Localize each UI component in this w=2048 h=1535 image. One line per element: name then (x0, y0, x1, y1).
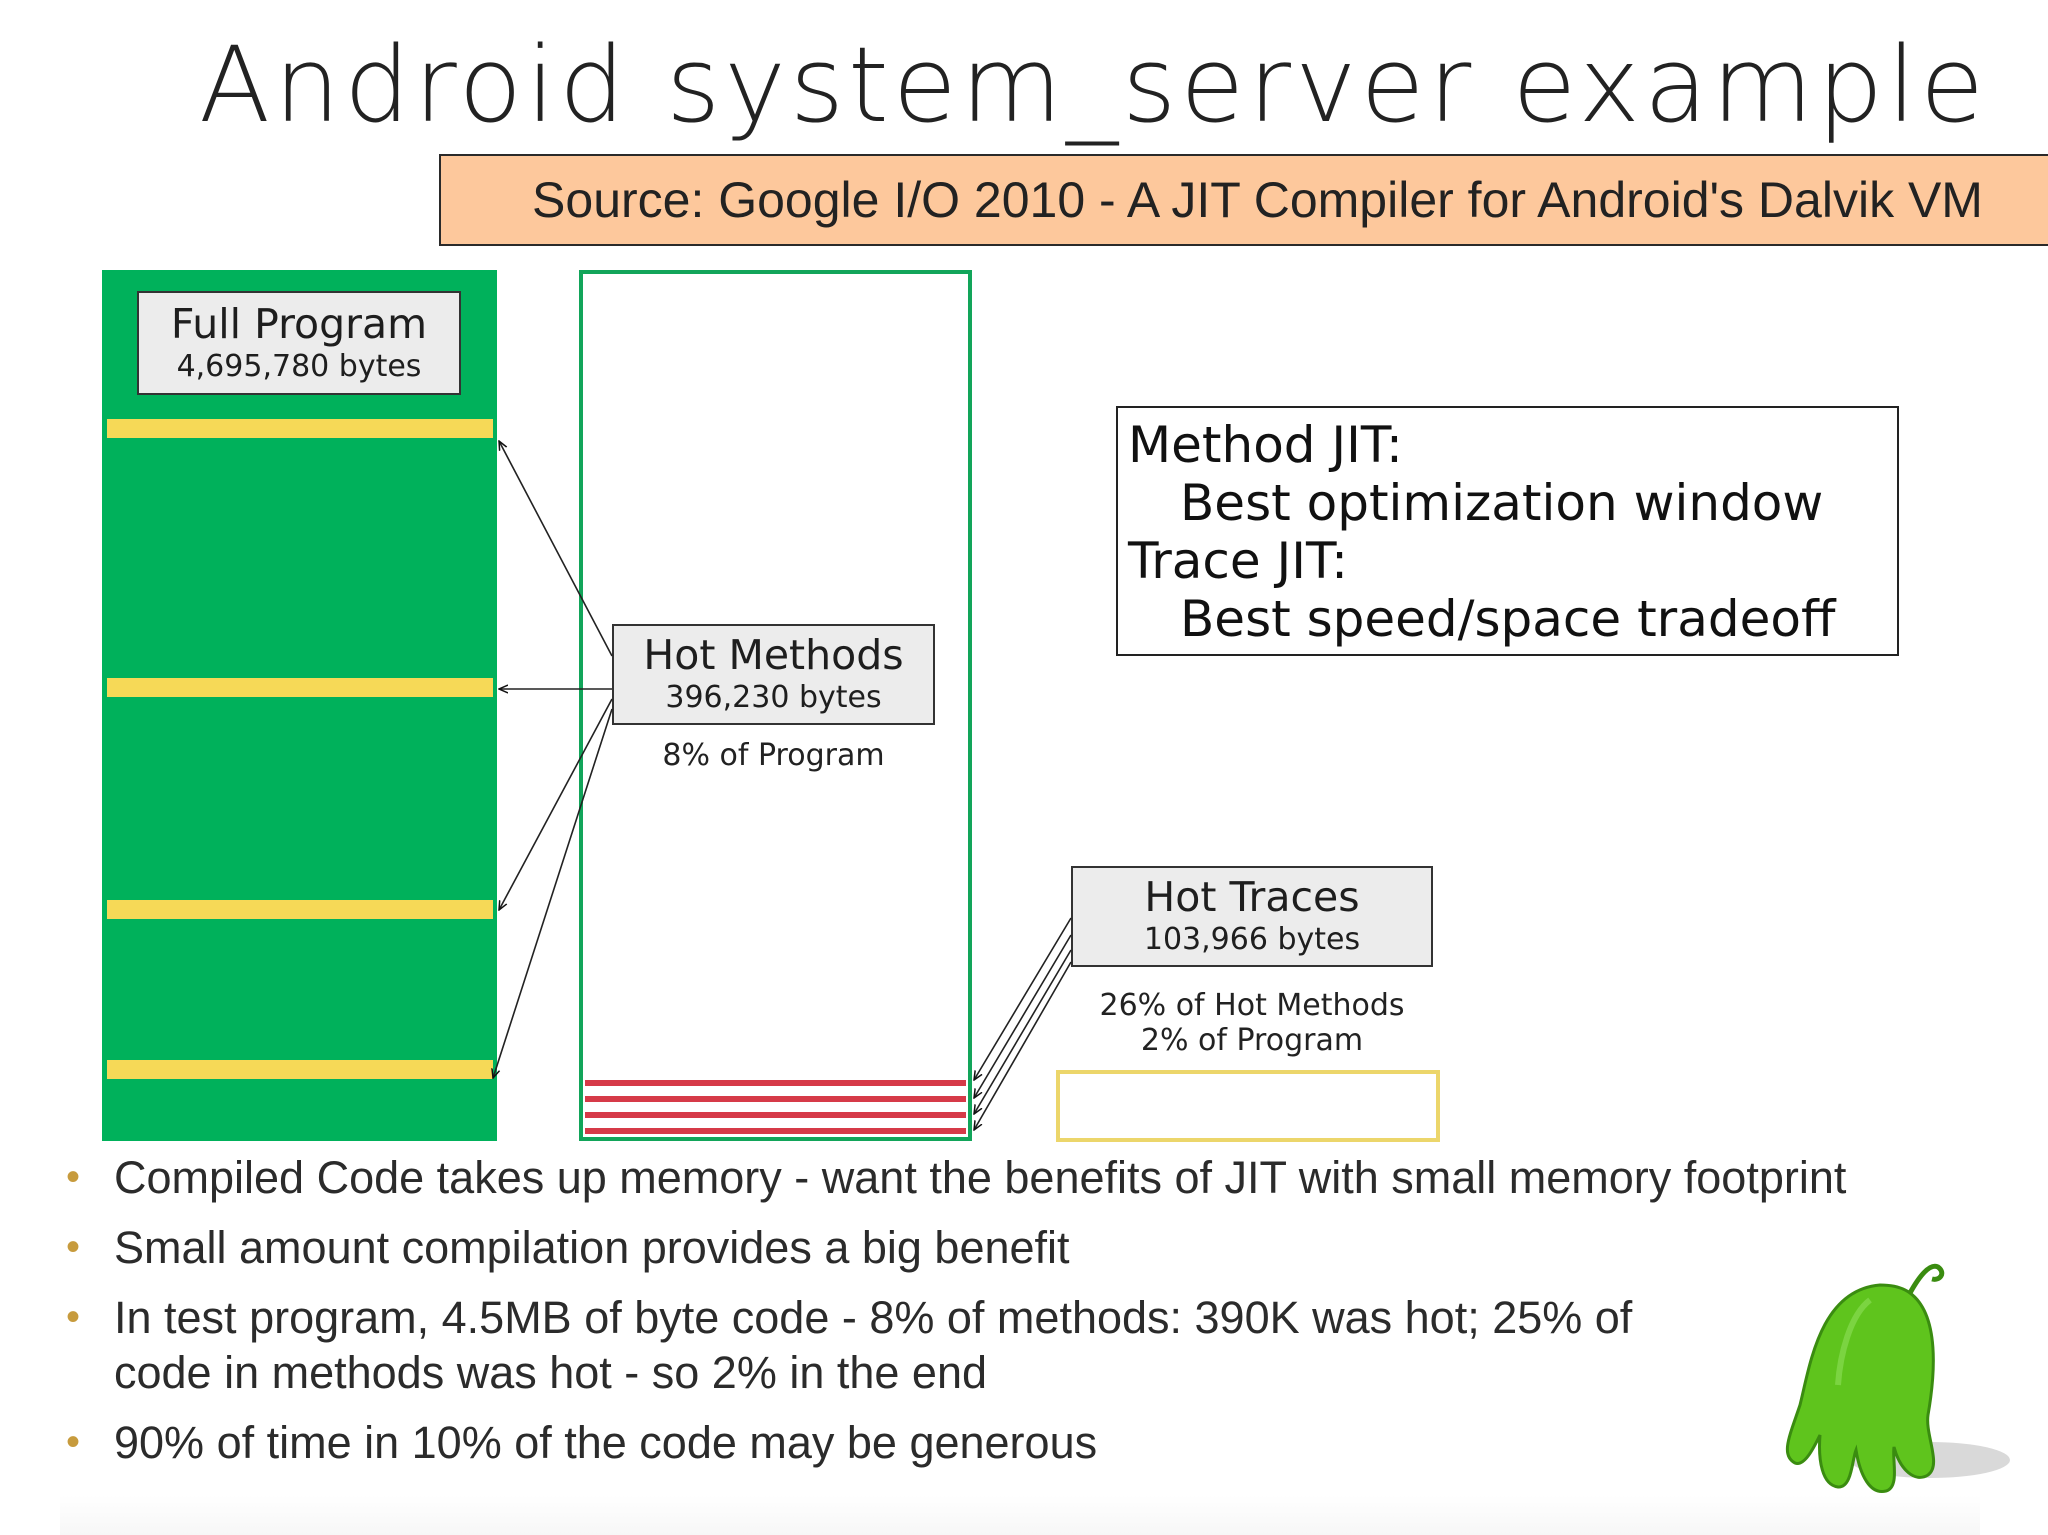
hot-traces-bytes: 103,966 bytes (1143, 922, 1361, 958)
bullet-dot-icon: • (66, 1295, 81, 1339)
full-program-column (102, 270, 497, 1141)
bullet-item: • Compiled Code takes up memory - want th… (60, 1150, 1940, 1205)
android-ghost-mascot-icon (1785, 1263, 2010, 1493)
hot-method-stripe (107, 1060, 493, 1079)
bullet-text: Small amount compilation provides a big … (114, 1222, 1070, 1273)
hot-method-stripe (107, 678, 493, 697)
hot-traces-label: Hot Traces (1144, 873, 1360, 922)
method-jit-heading: Method JIT: (1128, 416, 1403, 474)
trace-jit-desc: Best speed/space tradeoff (1180, 590, 1836, 648)
bullet-item: • In test program, 4.5MB of byte code - 8… (60, 1290, 1940, 1400)
hot-trace-stripe (585, 1112, 966, 1118)
bullet-text: In test program, 4.5MB of byte code - 8%… (114, 1292, 1633, 1398)
bullet-text: Compiled Code takes up memory - want the… (114, 1152, 1847, 1203)
hot-traces-label-box: Hot Traces 103,966 bytes (1071, 866, 1433, 967)
hot-method-stripe (107, 419, 493, 438)
hot-trace-stripe (585, 1080, 966, 1086)
hot-methods-percent: 8% of Program (662, 738, 885, 773)
hot-traces-size-box (1056, 1070, 1440, 1142)
full-program-label: Full Program (170, 299, 428, 348)
bullet-text: 90% of time in 10% of the code may be ge… (114, 1417, 1098, 1468)
jit-comparison-box: Method JIT: Best optimization window Tra… (1116, 406, 1899, 656)
hot-method-stripe (107, 900, 493, 919)
bullet-list: • Compiled Code takes up memory - want th… (60, 1150, 1940, 1485)
source-banner: Source: Google I/O 2010 - A JIT Compiler… (439, 154, 2048, 246)
method-jit-desc: Best optimization window (1180, 474, 1824, 532)
hot-trace-stripe (585, 1128, 966, 1134)
bullet-item: • Small amount compilation provides a big… (60, 1220, 1940, 1275)
hot-methods-bytes: 396,230 bytes (665, 680, 882, 716)
footer-shade (60, 1495, 1980, 1535)
full-program-bytes: 4,695,780 bytes (176, 348, 422, 384)
hot-traces-percent-methods: 26% of Hot Methods (1099, 988, 1405, 1023)
full-program-label-box: Full Program 4,695,780 bytes (137, 291, 461, 395)
hot-methods-label: Hot Methods (643, 631, 904, 680)
bullet-dot-icon: • (66, 1225, 81, 1269)
slide-title: Android system_server example (198, 24, 1988, 146)
hot-methods-label-box: Hot Methods 396,230 bytes (612, 624, 935, 725)
arrow-to-trace-1 (974, 917, 1072, 1080)
bullet-item: • 90% of time in 10% of the code may be g… (60, 1415, 1940, 1470)
bullet-dot-icon: • (66, 1420, 81, 1464)
trace-jit-heading: Trace JIT: (1128, 532, 1348, 590)
hot-trace-stripe (585, 1096, 966, 1102)
bullet-dot-icon: • (66, 1155, 81, 1199)
hot-traces-percent-program: 2% of Program (1140, 1023, 1364, 1058)
